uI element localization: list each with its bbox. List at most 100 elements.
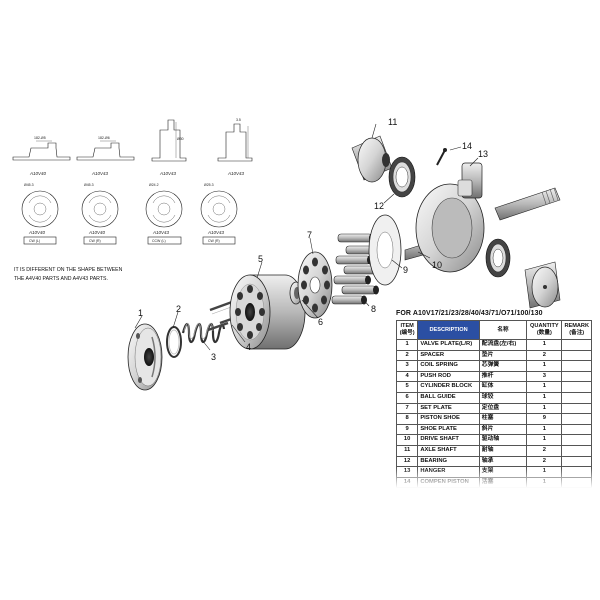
view-dim: 182-Ø6 (98, 136, 110, 140)
cell-name-cn: 定位盘 (478, 402, 528, 415)
cell-item: 11 (395, 444, 419, 457)
cell-description: AXLE SHAFT (417, 444, 480, 457)
cell-description: DRIVE SHAFT (417, 434, 480, 446)
view-caption: A10V43 (227, 171, 245, 176)
table-header-row: ITEM(编号) DESCRIPTION 名称 QUANTITY(数量) REM… (395, 320, 592, 340)
part-axle-shaft-right (524, 261, 561, 309)
valve-face-4: Ø25.3 CW (R) A10V43 (200, 183, 238, 245)
header-name-cn: 名称 (478, 320, 528, 340)
disc-dim: Ø25.3 (204, 183, 214, 187)
part-bearing-right (485, 238, 511, 278)
part-valve-plate (127, 323, 163, 391)
side-view-a10v43-a: 182-Ø6 A10V43 (76, 136, 135, 176)
view-caption: A10V43 (91, 171, 109, 176)
disc-label-box (83, 236, 117, 245)
cell-name-cn: 缸体 (478, 381, 528, 393)
shape-difference-note-line2: THE A4V40 PARTS AND A4V43 PARTS. (14, 276, 108, 282)
cell-description: SHOE PLATE (417, 423, 480, 436)
cell-name-cn: 柱塞 (478, 413, 528, 425)
cell-quantity: 1 (526, 434, 563, 446)
cell-quantity: 2 (526, 349, 563, 362)
cell-remark (561, 370, 592, 383)
disc-label-box (23, 236, 57, 245)
disc-label: CW (L) (29, 239, 40, 243)
view-dim: 3.5 (236, 118, 241, 122)
cell-remark (561, 402, 592, 415)
valve-face-3: Ø24.2 CCW (L) A10V43 (145, 183, 183, 245)
part-shoe-plate (368, 214, 402, 286)
cell-item: 2 (395, 349, 419, 362)
header-item: ITEM(编号) (395, 320, 419, 340)
cell-quantity: 1 (526, 339, 563, 351)
cell-name-cn: 驱动轴 (478, 434, 528, 446)
part-piston-shoes (331, 233, 383, 305)
valve-face-1: Ø45.3 CW (L) A10V40 (21, 183, 59, 245)
side-view-a10v43-c: 3.5 A10V43 (217, 118, 253, 176)
disc-label: CW (R) (89, 239, 101, 243)
cell-quantity: 2 (526, 455, 563, 468)
callout-8: 8 (371, 304, 376, 314)
cell-quantity: 1 (526, 391, 563, 404)
shape-difference-note-line1: IT IS DIFFERENT ON THE SHAPE BETWEEN (14, 267, 123, 273)
part-compen-piston (436, 148, 447, 166)
cell-quantity: 1 (526, 423, 563, 436)
part-hanger (415, 162, 485, 273)
callout-leaders (134, 123, 479, 351)
disc-caption: A10V40 (88, 230, 106, 235)
part-set-plate (297, 251, 333, 319)
disc-caption: A10V43 (207, 230, 225, 235)
cell-name-cn: 推杆 (478, 370, 528, 383)
callout-6: 6 (318, 317, 323, 327)
cell-item: 7 (395, 402, 419, 415)
cell-quantity: 1 (526, 402, 563, 415)
cell-remark (561, 455, 592, 468)
cell-remark (561, 360, 592, 372)
callout-1: 1 (138, 308, 143, 318)
disc-dim: Ø24.2 (149, 183, 159, 187)
disc-caption: A10V43 (152, 230, 170, 235)
cell-item: 4 (395, 370, 419, 383)
cell-remark (561, 434, 592, 446)
disc-label: CW (R) (208, 239, 220, 243)
callout-14: 14 (462, 141, 472, 151)
cell-name-cn: 垫片 (478, 349, 528, 362)
table-fade-overlay (390, 468, 600, 488)
cell-name-cn: 斜片 (478, 423, 528, 436)
disc-label-box (147, 236, 182, 245)
cell-description: VALVE PLATE(L/R) (417, 339, 480, 351)
cell-item: 3 (395, 360, 419, 372)
cell-remark (561, 413, 592, 425)
view-caption: A10V43 (159, 171, 177, 176)
parts-table: ITEM(编号) DESCRIPTION 名称 QUANTITY(数量) REM… (395, 320, 592, 489)
cell-quantity: 3 (526, 370, 563, 383)
callout-2: 2 (176, 304, 181, 314)
cell-quantity: 1 (526, 381, 563, 393)
cell-description: BEARING (417, 455, 480, 468)
disc-label: CCW (L) (152, 239, 166, 243)
cell-item: 9 (395, 423, 419, 436)
cell-remark (561, 381, 592, 393)
cell-item: 5 (395, 381, 419, 393)
cell-quantity: 9 (526, 413, 563, 425)
cell-item: 10 (395, 434, 419, 446)
cell-remark (561, 339, 592, 351)
header-description: DESCRIPTION (417, 320, 480, 340)
callout-4: 4 (246, 342, 251, 352)
callout-10: 10 (432, 260, 442, 270)
cell-name-cn: 配流盘(左/右) (478, 339, 528, 351)
cell-name-cn: 芯弹簧 (478, 360, 528, 372)
cell-remark (561, 391, 592, 404)
disc-dim: Ø45.3 (84, 183, 94, 187)
